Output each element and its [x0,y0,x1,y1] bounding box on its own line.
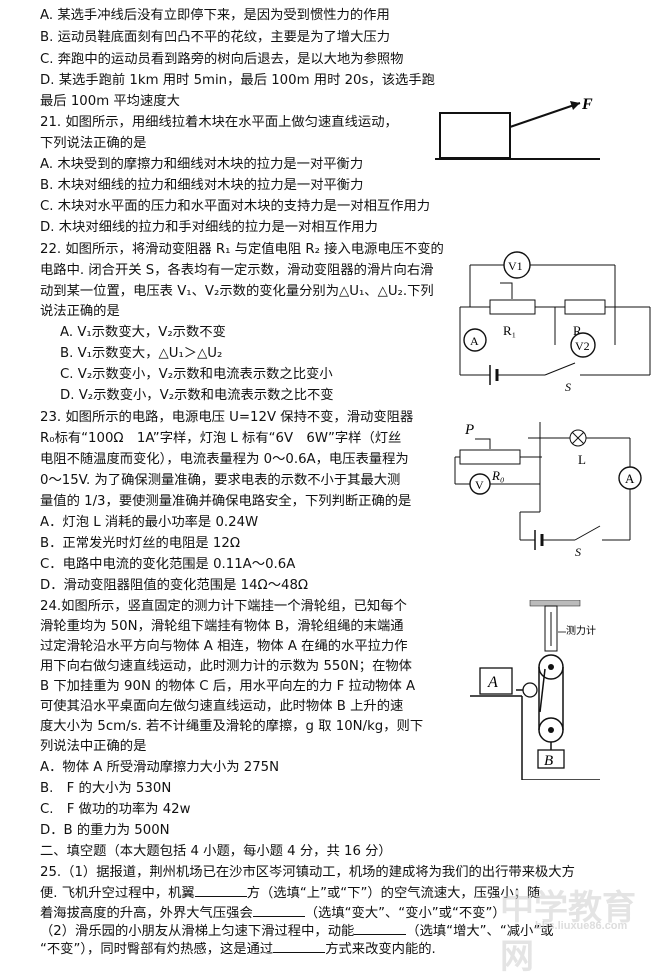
voltmeter-label: V [475,478,484,492]
text-line: A．物体 A 所受滑动摩擦力大小为 275N [40,760,280,775]
figure-21-block-diagram: F [435,96,600,160]
text-line: 最后 100m 平均速度大 [40,94,180,109]
text-line: B. F 的大小为 530N [40,781,172,796]
force-label: F [581,96,593,113]
answer-blank [252,904,305,917]
text-line: B. V₁示数变大，△U₁＞△U₂ [60,346,223,361]
text-line: 列说法中正确的是 [40,739,147,754]
text-line: 度大小为 5cm/s. 若不计绳重及滑轮的摩擦，g 取 10N/kg，则下 [40,719,424,734]
text-line: A. V₁示数变大，V₂示数不变 [60,325,226,340]
text-line: C. V₂示数变小，V₂示数和电流表示数之比变小 [60,367,333,382]
text-line: 过定滑轮沿水平方向与物体 A 相连，物体 A 在绳的水平拉力作 [40,639,408,654]
section-heading: 二、填空题（本大题包括 4 小题，每小题 4 分，共 16 分） [40,844,392,859]
object-b-label: B [544,753,553,769]
slider-p-label: P [464,422,474,438]
figure-22-circuit: V1 R₁ R₂ V2 A S [459,251,651,394]
text-line: C. 木块对水平面的压力和水平面对木块的支持力是一对相互作用力 [40,199,431,214]
text-line: 量值的 1/3，要使测量准确并确保电路安全，下列判断正确的是 [40,494,412,509]
ammeter-label: A [625,471,635,486]
watermark-url: bbs.liuxue86.com [535,920,628,932]
text-line: 着海拔高度的升高，外界大气压强会（选填“变大”、“变小”或“不变”） [40,904,506,921]
object-a-label: A [487,674,498,691]
text-line: D．滑动变阻器阻值的变化范围是 14Ω～48Ω [40,578,309,593]
answer-blank [194,884,247,897]
text-line: A. 某选手冲线后没有立即停下来，是因为受到惯性力的作用 [40,8,390,23]
switch-label: S [575,545,581,557]
text-line: R₀标有“100Ω 1A”字样，灯泡 L 标有“6V 6W”字样（灯丝 [40,431,402,446]
answer-blank [354,922,407,935]
text-line: B. 木块对细线的拉力和细线对木块的拉力是一对平衡力 [40,178,364,193]
text-line: 下列说法正确的是 [40,136,147,151]
spring-scale-label: 测力计 [566,624,596,637]
lamp-label: L [578,452,586,467]
text-line: A. 木块受到的摩擦力和细线对木块的拉力是一对平衡力 [40,157,364,172]
text-line: C. 奔跑中的运动员看到路旁的树向后退去，是以大地为参照物 [40,52,404,67]
figure-24-pulley-system: 测力计 A B [470,600,600,780]
text-line: 电路中. 闭合开关 S，各表均有一定示数，滑动变阻器的滑片向右滑 [40,263,434,278]
text-line: D．B 的重力为 500N [40,823,170,838]
text-line: 23. 如图所示的电路，电源电压 U=12V 保持不变，滑动变阻器 [40,410,414,425]
voltmeter-v2-label: V2 [575,339,590,353]
ammeter-label: A [470,334,479,348]
text-line: 可使其沿水平桌面向左做匀速直线运动，此时物体 B 上升的速 [40,699,404,714]
text-line: B 下加挂重为 90N 的物体 C 后，用水平向左的力 F 拉动物体 A [40,679,416,694]
text-line: D. 木块对细线的拉力和手对细线的拉力是一对相互作用力 [40,220,378,235]
text-line: （2）滑乐园的小朋友从滑梯上匀速下滑过程中，动能（选填“增大”、“减小”或 [40,922,554,939]
text-line: D. 某选手跑前 1km 用时 5min，最后 100m 用时 20s，该选手跑 [40,73,435,88]
text-line: 25.（1）据报道，荆州机场已在沙市区岑河镇动工，机场的建成将为我们的出行带来极… [40,865,575,880]
text-line: D. V₂示数变小，V₂示数和电流表示数之比不变 [60,388,334,403]
text-line: 21. 如图所示，用细线拉着木块在水平面上做匀速直线运动， [40,115,398,130]
text-line: 动到某一位置，电压表 V₁、V₂示数的变化量分别为△U₁、△U₂.下列 [40,284,434,299]
figure-23-circuit: P R₀ L A V S [454,422,642,557]
text-line: 用下向右做匀速直线运动，此时测力计的示数为 550N；在物体 [40,659,412,674]
text-line: “不变”），同时臀部有灼热感，这是通过方式来改变内能的. [40,942,436,957]
text-line: C. F 做功的功率为 42w [40,802,191,817]
text-line: 说法正确的是 [40,304,120,319]
r1-label: R₁ [503,323,516,338]
voltmeter-v1-label: V1 [508,259,523,273]
text-line: 电阻不随温度而变化），电流表量程为 0～0.6A，电压表量程为 [40,452,409,467]
text-line: B．正常发光时灯丝的电阻是 12Ω [40,536,240,551]
text-line: B. 运动员鞋底面刻有凹凸不平的花纹，主要是为了增大压力 [40,30,390,45]
text-line: 0～15V. 为了确保测量准确，要求电表的示数不小于其最大测 [40,473,401,488]
switch-label: S [565,380,571,394]
text-line: 滑轮重均为 50N，滑轮组下端挂有物体 B，滑轮组绳的末端通 [40,619,404,634]
text-line: 便. 飞机升空过程中，机翼方（选填“上”或“下”）的空气流速大，压强小；随 [40,884,541,901]
text-line: A．灯泡 L 消耗的最小功率是 0.24W [40,515,259,530]
text-line: C．电路中电流的变化范围是 0.11A～0.6A [40,557,296,572]
r0-label: R₀ [491,468,504,483]
text-line: 24.如图所示，竖直固定的测力计下端挂一个滑轮组，已知每个 [40,599,407,614]
text-line: 22. 如图所示，将滑动变阻器 R₁ 与定值电阻 R₂ 接入电源电压不变的 [40,242,444,257]
